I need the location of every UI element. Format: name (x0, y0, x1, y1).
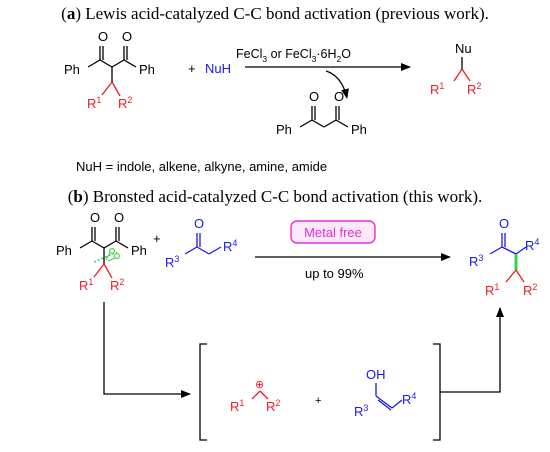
product-b-r3-label: R3 (469, 253, 483, 269)
metal-free-badge (290, 220, 376, 244)
enol-intermediate (375, 383, 403, 411)
byproduct-phenyl-2: Ph (351, 122, 367, 137)
r2-label: R2 (118, 95, 132, 111)
path-arrow-down (103, 302, 191, 398)
substrate-b-phenyl-1: Ph (56, 243, 72, 258)
substrate-b-phenyl-2: Ph (131, 243, 147, 258)
r1-label: R1 (87, 95, 101, 111)
substrate-b-r1-label: R1 (79, 277, 93, 293)
carbocation-intermediate (251, 390, 269, 400)
caption-a: (a) Lewis acid-catalyzed C-C bond activa… (61, 4, 489, 23)
cation-r1-label: R1 (230, 398, 244, 414)
carbonyl-o-1: O (98, 29, 108, 44)
phenyl-label-2: Ph (139, 62, 155, 77)
product-r1-label: R1 (430, 81, 444, 97)
byproduct-o-1: O (309, 89, 319, 104)
nu-label: Nu (455, 41, 472, 56)
r3-label: R3 (165, 254, 179, 270)
intermediate-bracket-right (433, 343, 441, 441)
cation-r2-label: R2 (266, 398, 280, 414)
carbonyl-o-2: O (122, 29, 132, 44)
product-b-r1-label: R1 (485, 282, 499, 298)
plus-sign-b: + (153, 231, 161, 246)
product-b-r2-label: R2 (523, 282, 537, 298)
metal-free-label: Metal free (304, 225, 362, 240)
byproduct-curved-arrow (325, 70, 349, 99)
enol-r4-label: R4 (402, 391, 416, 407)
plus-sign-intermediate: + (315, 395, 321, 407)
intermediate-bracket-left (199, 343, 207, 441)
enol-r3-label: R3 (354, 403, 368, 419)
byproduct-o-2: O (334, 89, 344, 104)
product-b-r4-label: R4 (525, 237, 539, 253)
phenyl-label-1: Ph (64, 62, 80, 77)
substrate-b-o-1: O (90, 210, 100, 225)
product-b (489, 233, 527, 283)
catalyst-label: FeCl3 or FeCl3·6H2O (236, 47, 351, 64)
carbocation-charge: ⊕ (255, 379, 264, 391)
path-arrow-up (440, 307, 504, 393)
scissors-icon (105, 248, 120, 262)
product-b-o-label: O (499, 216, 509, 231)
product-a (453, 57, 471, 82)
byproduct-dibenzoylmethane (299, 106, 349, 128)
caption-b: (b) Bronsted acid-catalyzed C-C bond act… (67, 187, 483, 206)
enol-oh-label: OH (366, 367, 386, 382)
substrate-b-o-2: O (114, 210, 124, 225)
yield-label: up to 99% (305, 266, 364, 281)
product-r2-label: R2 (467, 81, 481, 97)
nucleophile-label: NuH (205, 61, 231, 76)
substrate-a (87, 46, 137, 97)
byproduct-phenyl-1: Ph (276, 122, 292, 137)
ketone-reagent (184, 233, 222, 255)
r4-label: R4 (223, 238, 237, 254)
ketone-o-label: O (194, 216, 204, 231)
plus-sign-a: + (188, 61, 196, 76)
nucleophile-scope: NuH = indole, alkene, alkyne, amine, ami… (76, 159, 327, 174)
substrate-b (79, 227, 129, 279)
substrate-b-r2-label: R2 (110, 277, 124, 293)
